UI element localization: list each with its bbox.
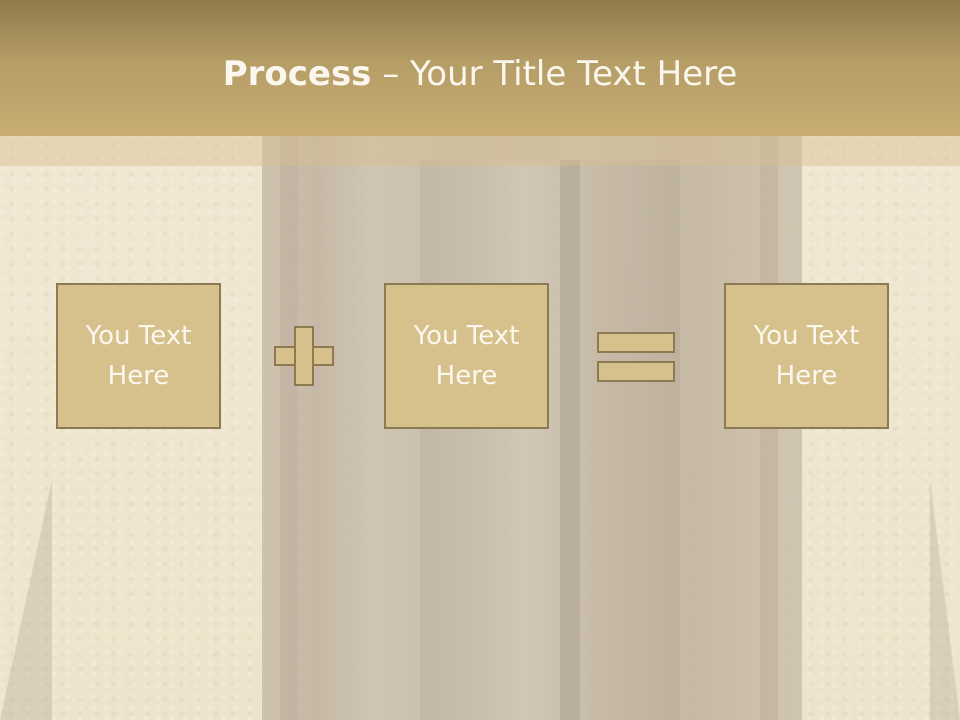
equals-bottom-bar <box>597 361 675 382</box>
window-grille <box>560 160 580 720</box>
process-box-3[interactable]: You Text Here <box>724 283 889 429</box>
process-box-2[interactable]: You Text Here <box>384 283 549 429</box>
slide-title-bold: Process <box>222 54 372 94</box>
equals-top-bar <box>597 332 675 353</box>
background-shadow-left <box>0 480 52 720</box>
window-frame-left <box>280 136 298 720</box>
title-band <box>0 0 960 136</box>
plus-icon <box>274 326 336 388</box>
background-shadow-right <box>930 480 960 720</box>
process-box-1[interactable]: You Text Here <box>56 283 221 429</box>
window-glass <box>420 160 680 720</box>
slide-title-rest: – Your Title Text Here <box>371 54 738 94</box>
slide-title[interactable]: Process – Your Title Text Here <box>0 52 960 96</box>
plus-center <box>296 348 312 364</box>
title-band-strip <box>0 136 960 166</box>
equals-icon <box>597 332 675 384</box>
